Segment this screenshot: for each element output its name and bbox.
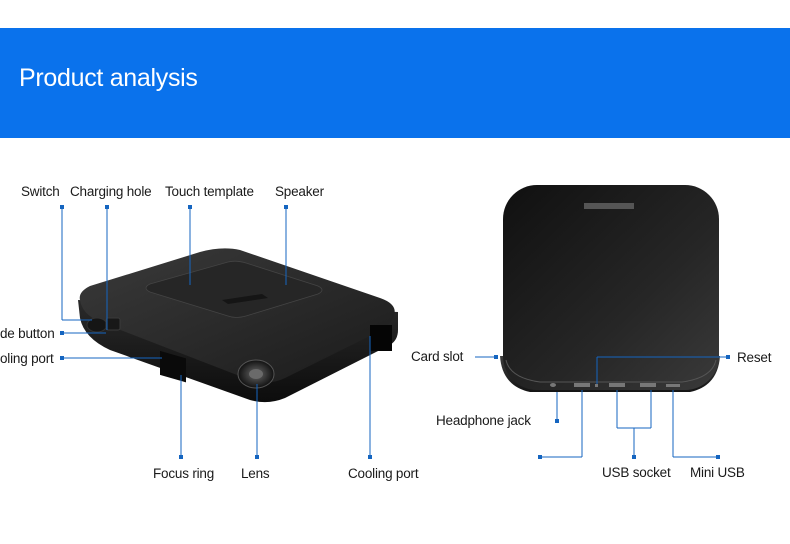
label-headphone-jack: Headphone jack xyxy=(436,413,531,428)
projector-back-view xyxy=(500,185,720,392)
label-switch: Switch xyxy=(21,184,60,199)
label-charging-hole: Charging hole xyxy=(70,184,152,199)
label-speaker: Speaker xyxy=(275,184,324,199)
label-mini-usb: Mini USB xyxy=(690,465,745,480)
page-title: Product analysis xyxy=(19,64,198,92)
callout-dots-left xyxy=(60,205,372,459)
label-cooling-port-front: Cooling port xyxy=(348,466,419,481)
label-cooling-port-left: oling port xyxy=(0,351,54,366)
label-card-slot: Card slot xyxy=(411,349,464,364)
label-usb-socket: USB socket xyxy=(602,465,671,480)
callout-lines-right xyxy=(475,356,728,458)
label-lens: Lens xyxy=(241,466,270,481)
label-reset: Reset xyxy=(737,350,772,365)
callout-dots-right xyxy=(494,355,730,459)
label-mode-button: de button xyxy=(0,326,55,341)
label-focus-ring: Focus ring xyxy=(153,466,215,481)
callout-lines-left xyxy=(61,207,371,457)
top-whitespace xyxy=(0,0,790,28)
label-touch-template: Touch template xyxy=(165,184,254,199)
projector-top-view xyxy=(78,248,398,403)
header-banner: Product analysis xyxy=(0,28,790,138)
